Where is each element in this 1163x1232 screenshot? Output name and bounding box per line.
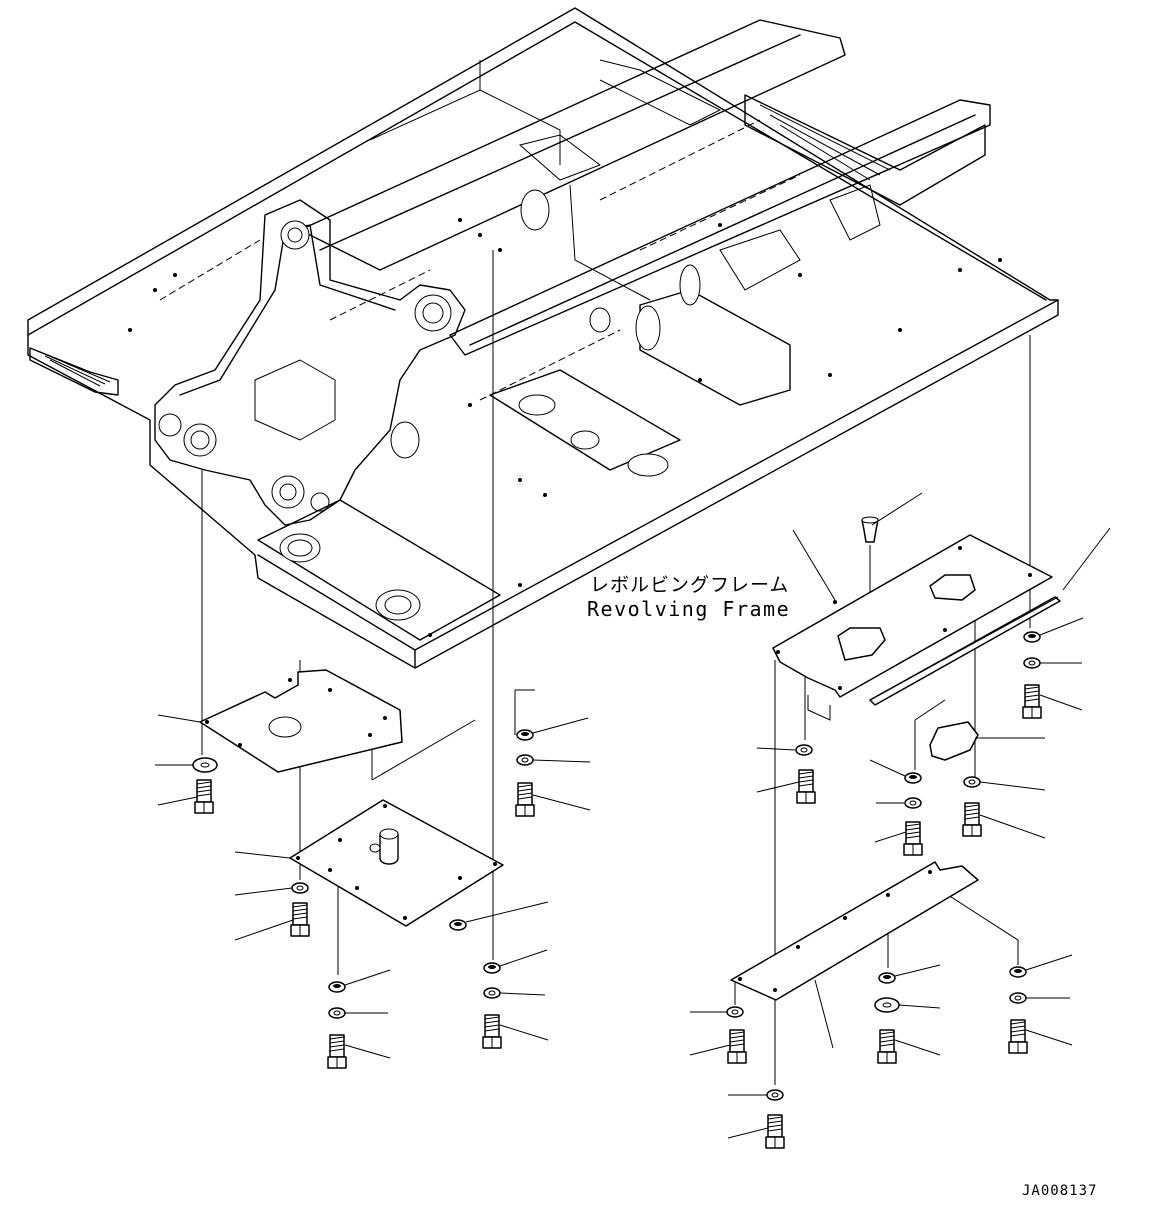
washer-icon bbox=[963, 776, 981, 788]
washer-icon bbox=[516, 754, 534, 766]
bolt-icon bbox=[1022, 684, 1042, 719]
washer-icon bbox=[726, 1006, 744, 1018]
washer-icon bbox=[904, 772, 922, 784]
fastener-stack-d bbox=[515, 717, 591, 817]
washer-icon bbox=[904, 797, 922, 809]
washer-icon bbox=[1009, 992, 1027, 1004]
washer-icon bbox=[483, 962, 501, 974]
washer-icon bbox=[1023, 657, 1041, 669]
bolt-icon bbox=[1008, 1019, 1028, 1054]
cover-plate-right-lower bbox=[730, 861, 979, 1001]
fastener-stack-b bbox=[234, 851, 310, 941]
bolt-icon bbox=[796, 769, 816, 804]
fastener-stack-n bbox=[727, 1089, 785, 1149]
revolving-frame-drawing bbox=[27, 7, 1059, 669]
fastener-stack-l bbox=[1008, 954, 1073, 1054]
washer-icon bbox=[483, 987, 501, 999]
fastener-stack-e bbox=[449, 901, 549, 931]
bolt-icon bbox=[482, 1014, 502, 1049]
cover-plate-left-upper bbox=[199, 669, 403, 773]
fastener-stack-m bbox=[689, 1006, 747, 1064]
frame-label-japanese: レボルビングフレーム bbox=[590, 574, 790, 596]
bolt-icon bbox=[194, 779, 214, 814]
cover-plate-small-round bbox=[929, 721, 979, 761]
washer-icon bbox=[766, 1089, 784, 1101]
leader-lines bbox=[792, 492, 1111, 1049]
figure-id: JA008137 bbox=[1022, 1183, 1098, 1199]
fastener-stack-a bbox=[155, 714, 218, 814]
washer-icon bbox=[328, 981, 346, 993]
frame-label-english: Revolving Frame bbox=[587, 597, 791, 621]
fastener-stack-c bbox=[327, 969, 391, 1069]
washer-icon bbox=[878, 972, 896, 984]
cover-plate-left-lower bbox=[289, 799, 504, 927]
washer-icon bbox=[291, 882, 309, 894]
fastener-stack-f bbox=[482, 949, 549, 1049]
bolt-icon bbox=[903, 821, 923, 856]
bolt-icon bbox=[290, 902, 310, 937]
washer-icon bbox=[874, 997, 900, 1013]
washer-icon bbox=[449, 919, 467, 931]
washer-icon bbox=[795, 744, 813, 756]
bolt-icon bbox=[327, 1034, 347, 1069]
bolt-icon bbox=[515, 782, 535, 817]
fastener-stack-g bbox=[756, 744, 816, 804]
fastener-stack-j bbox=[1022, 617, 1084, 719]
fastener-stack-i bbox=[962, 776, 1046, 839]
washer-icon bbox=[516, 729, 534, 741]
washer-icon bbox=[1009, 966, 1027, 978]
fastener-stack-h bbox=[869, 759, 923, 856]
cover-plate-right-upper bbox=[772, 516, 1061, 706]
bolt-icon bbox=[727, 1029, 747, 1064]
washer-icon bbox=[192, 757, 218, 773]
bolt-icon bbox=[765, 1114, 785, 1149]
bolt-icon bbox=[962, 802, 982, 837]
bolt-icon bbox=[877, 1029, 897, 1064]
fastener-stack-k bbox=[874, 964, 941, 1064]
washer-icon bbox=[1023, 631, 1041, 643]
washer-icon bbox=[328, 1007, 346, 1019]
